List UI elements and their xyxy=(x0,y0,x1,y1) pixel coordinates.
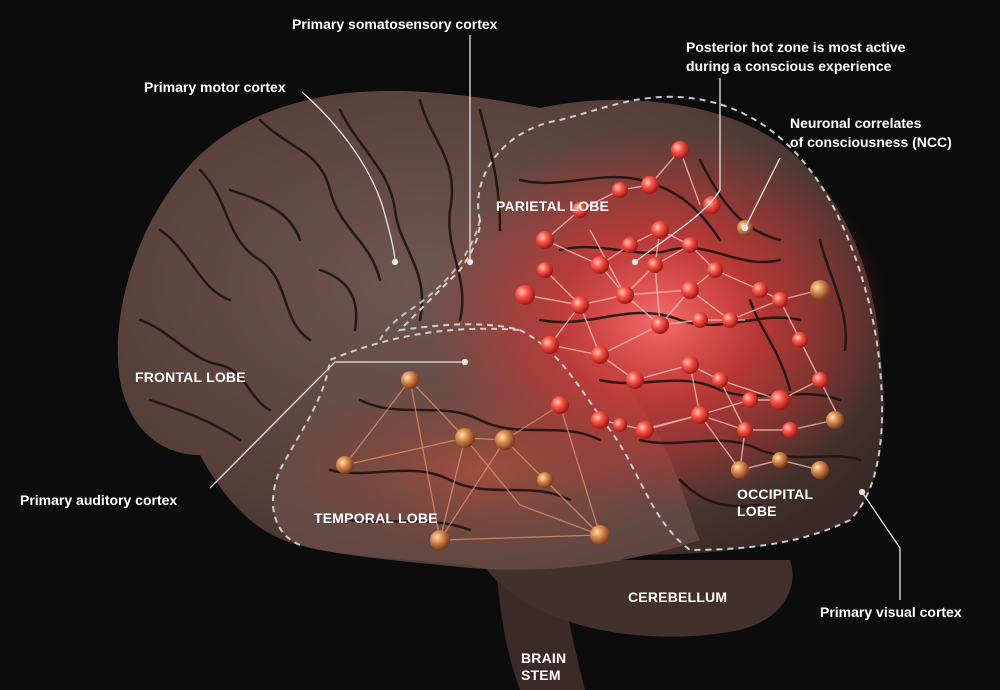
ncc-node xyxy=(671,141,689,159)
label-brain-stem-line1: BRAIN xyxy=(521,650,567,666)
ncc-node xyxy=(703,196,721,214)
leader-lines xyxy=(209,35,901,600)
temporal-node xyxy=(495,430,515,450)
central-sulcus-outline xyxy=(379,219,481,341)
ncc-node xyxy=(541,336,559,354)
label-cerebellum: CEREBELLUM xyxy=(628,589,728,605)
temporal-node xyxy=(537,472,553,488)
ncc-node xyxy=(782,422,798,438)
label-brain-stem-line2: STEM xyxy=(521,667,561,683)
temporal-node xyxy=(590,525,610,545)
label-temporal-lobe: TEMPORAL LOBE xyxy=(314,510,438,526)
label-frontal-lobe: FRONTAL LOBE xyxy=(135,369,246,385)
ncc-node xyxy=(613,418,627,432)
ncc-node xyxy=(737,422,753,438)
label-parietal-lobe: PARIETAL LOBE xyxy=(496,198,610,214)
ncc-node xyxy=(770,390,790,410)
label-motor: Primary motor cortex xyxy=(144,79,286,95)
ncc-node xyxy=(622,237,638,253)
ncc-node xyxy=(692,312,708,328)
temporal-node xyxy=(430,530,450,550)
label-hot-zone-line1: Posterior hot zone is most active xyxy=(686,39,906,55)
ncc-node xyxy=(536,231,554,249)
ncc-node xyxy=(792,332,808,348)
ncc-node xyxy=(636,421,654,439)
cerebellum xyxy=(480,560,793,637)
label-occipital-lobe-line1: OCCIPITAL xyxy=(737,486,814,502)
ncc-node xyxy=(591,256,609,274)
label-somatosensory: Primary somatosensory cortex xyxy=(292,16,498,32)
ncc-node xyxy=(731,461,749,479)
ncc-node xyxy=(572,202,588,218)
ncc-node xyxy=(826,411,844,429)
ncc-node xyxy=(612,182,628,198)
label-visual: Primary visual cortex xyxy=(820,604,962,620)
ncc-node xyxy=(682,237,698,253)
ncc-node xyxy=(571,296,589,314)
ncc-node xyxy=(810,280,830,300)
label-ncc-line2: of consciousness (NCC) xyxy=(790,134,952,150)
ncc-nodes xyxy=(515,141,844,479)
gyri-folds xyxy=(138,98,862,532)
ncc-node xyxy=(537,262,553,278)
hot-zone-outline xyxy=(397,95,884,552)
label-ncc-line1: Neuronal correlates xyxy=(790,115,922,131)
ncc-node xyxy=(651,221,669,239)
label-auditory: Primary auditory cortex xyxy=(20,492,178,508)
ncc-node xyxy=(722,312,738,328)
ncc-node xyxy=(626,371,644,389)
ncc-node xyxy=(752,282,768,298)
leader-visual xyxy=(861,491,901,600)
ncc-node xyxy=(772,452,788,468)
ncc-node xyxy=(647,257,663,273)
ncc-node xyxy=(616,286,634,304)
temporal-node xyxy=(336,456,354,474)
leader-motor xyxy=(301,91,396,263)
ncc-node xyxy=(742,392,758,408)
temporal-node xyxy=(551,396,569,414)
ncc-node xyxy=(707,262,723,278)
ncc-node xyxy=(641,176,659,194)
temporal-outline xyxy=(271,327,521,546)
label-hot-zone-line2: during a conscious experience xyxy=(686,58,892,74)
leader-hot-zone xyxy=(634,78,721,263)
ncc-node xyxy=(812,372,828,388)
temporal-nodes xyxy=(336,371,610,550)
temporal-node xyxy=(455,428,475,448)
ncc-node xyxy=(515,285,535,305)
ncc-node xyxy=(681,356,699,374)
ncc-node xyxy=(651,316,669,334)
leader-auditory xyxy=(209,361,465,489)
ncc-node xyxy=(811,461,829,479)
ncc-node xyxy=(772,292,788,308)
temporal-node xyxy=(401,371,419,389)
label-occipital-lobe-line2: LOBE xyxy=(737,503,777,519)
ncc-node xyxy=(681,281,699,299)
leader-ncc xyxy=(744,157,781,229)
ncc-node xyxy=(691,406,709,424)
ncc-node xyxy=(591,346,609,364)
ncc-node xyxy=(712,372,728,388)
ncc-node xyxy=(591,411,609,429)
